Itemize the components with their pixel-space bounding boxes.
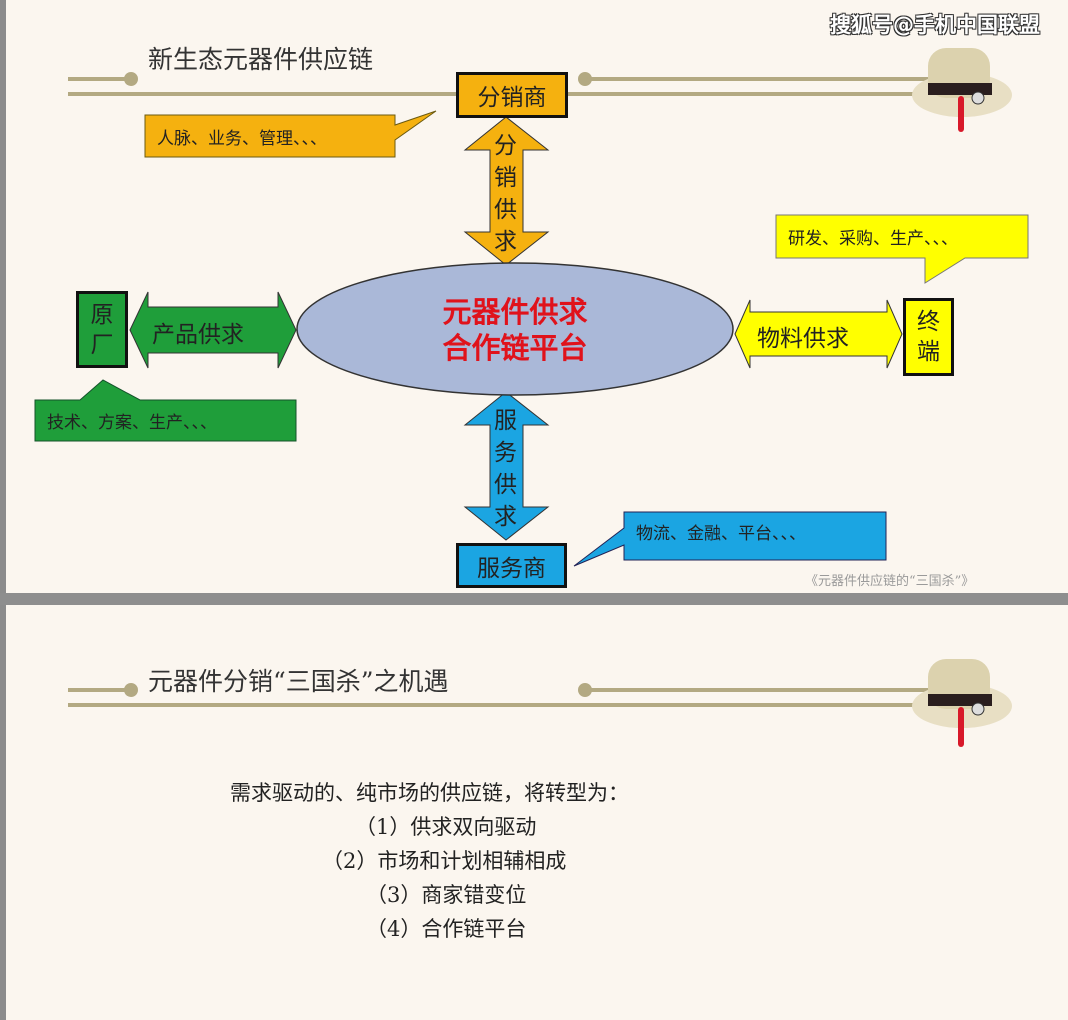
material-arrow-label: 物料供求 [757, 326, 849, 352]
char: 厂 [90, 331, 114, 358]
char: 终 [917, 309, 940, 335]
char: 供 [494, 197, 517, 223]
char: 分 [494, 133, 517, 159]
char: 原 [90, 301, 114, 328]
service-arrow-shape [463, 391, 550, 541]
char: 销 [494, 165, 517, 191]
service-callout-shape [573, 511, 887, 567]
material-arrow-shape [734, 299, 903, 369]
service-arrow-label: 服 务 供 求 [494, 405, 517, 533]
product-arrow-shape [129, 291, 297, 369]
char: 求 [494, 229, 517, 255]
char: 服 [494, 408, 517, 434]
product-arrow-label: 产品供求 [152, 322, 244, 348]
char: 供 [494, 472, 517, 498]
terminal-box: 终 端 [903, 298, 954, 376]
service-callout: 物流、金融、平台、、、 [636, 523, 806, 544]
hat-logo-icon [912, 48, 1012, 132]
manufacturer-callout: 技术、方案、生产、、、 [47, 413, 217, 433]
point-1: （1）供求双向驱动 [355, 815, 537, 839]
manufacturer-box: 原 厂 [76, 291, 128, 368]
terminal-callout-shape [775, 214, 1029, 284]
char: 求 [494, 504, 517, 530]
distributor-callout-shape [144, 110, 437, 158]
distributor-callout: 人脉、业务、管理、、、 [157, 128, 327, 149]
watermark: 搜狐号@手机中国联盟 [830, 13, 1040, 37]
char: 务 [494, 440, 517, 466]
intro-text: 需求驱动的、纯市场的供应链，将转型为： [230, 781, 629, 805]
service-provider-box: 服务商 [456, 543, 567, 588]
distributor-box: 分销商 [456, 72, 568, 118]
platform-label: 元器件供求 合作链平台 [380, 294, 650, 366]
char: 端 [917, 339, 940, 365]
terminal-callout: 研发、采购、生产、、、 [788, 228, 958, 249]
point-4: （4）合作链平台 [366, 917, 527, 941]
title-rule-lines-2 [68, 683, 935, 707]
point-2: （2）市场和计划相辅相成 [322, 849, 567, 873]
distribution-arrow-label: 分 销 供 求 [494, 130, 517, 258]
platform-ellipse [296, 262, 734, 396]
slide2-title: 元器件分销“三国杀”之机遇 [148, 667, 449, 696]
manufacturer-callout-shape [34, 379, 297, 442]
slide-opportunities [0, 605, 1068, 1020]
slide1-title: 新生态元器件供应链 [148, 45, 374, 74]
slide-caption: 《元器件供应链的“三国杀”》 [805, 574, 975, 589]
point-3: （3）商家错变位 [366, 883, 527, 907]
slide-separator [0, 593, 1068, 605]
platform-line2: 合作链平台 [442, 331, 588, 365]
hat-logo-icon-2 [912, 659, 1012, 747]
platform-line1: 元器件供求 [442, 295, 588, 329]
